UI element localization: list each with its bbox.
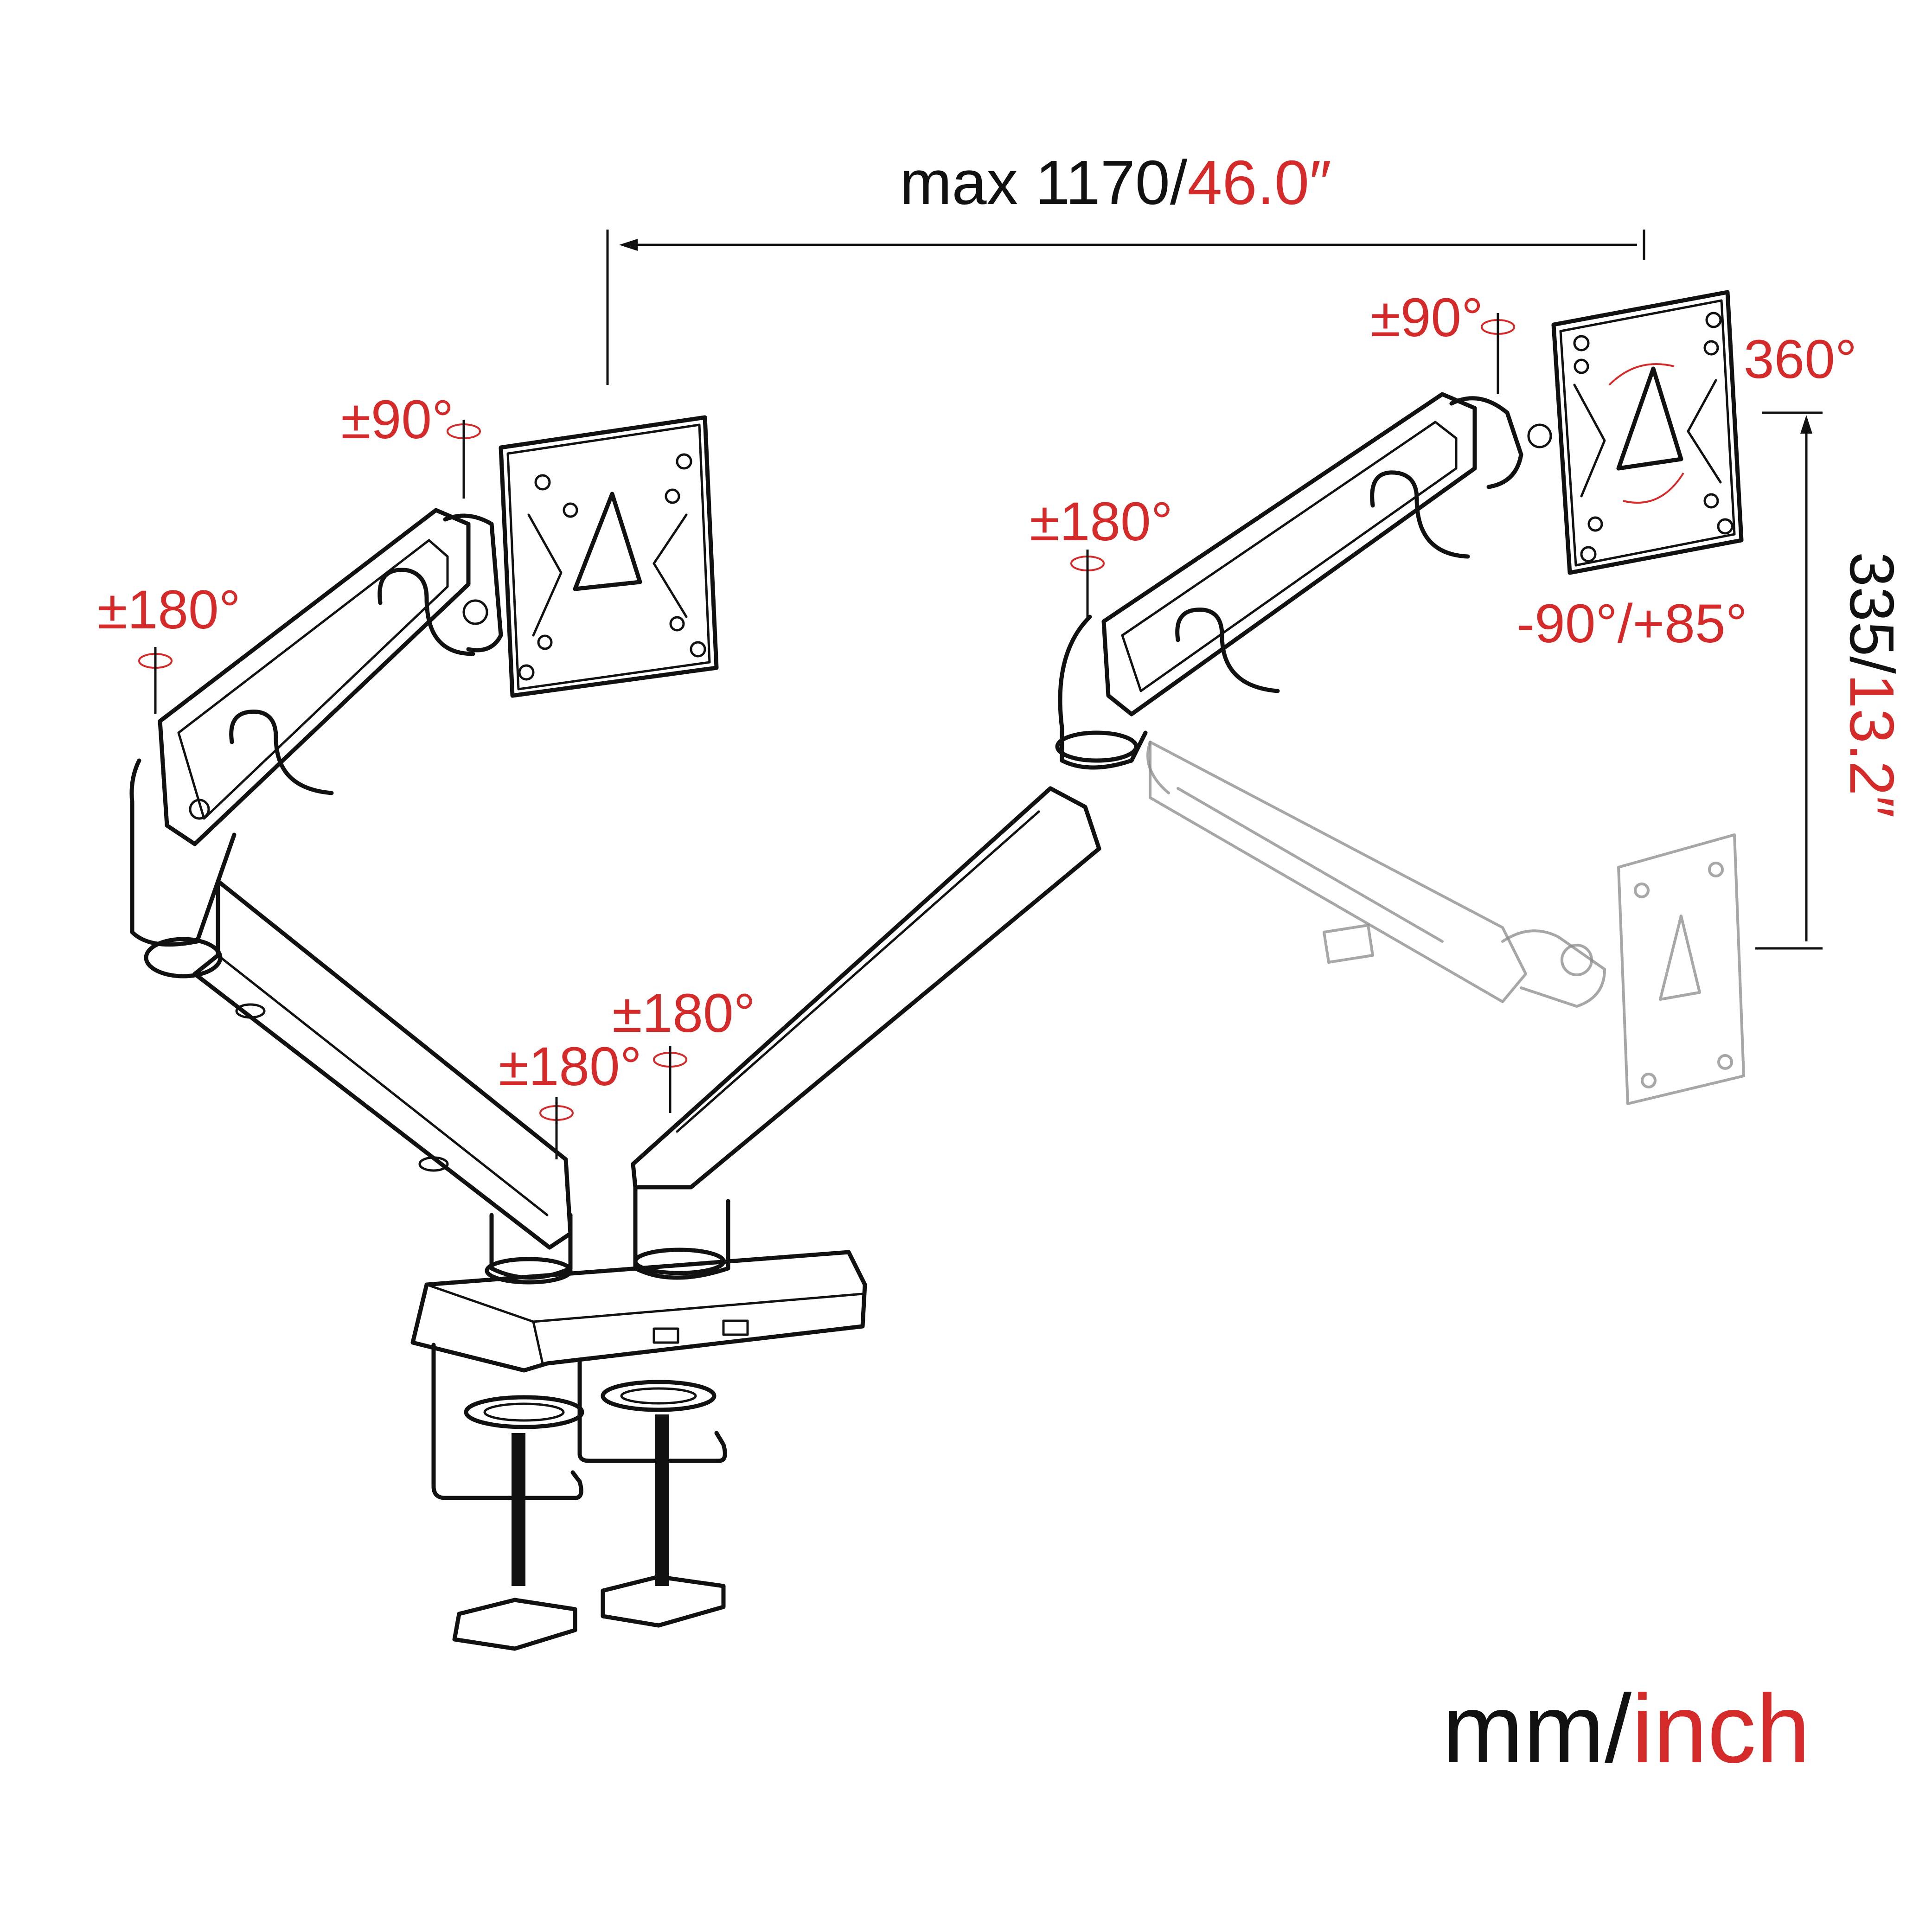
svg-text:±90°: ±90° <box>341 389 454 450</box>
right-rotate-rotation: 360° <box>1744 329 1857 390</box>
desk-clamp-base <box>410 1185 867 1651</box>
rotation-labels: ±90° ±180° ±180° ±180° ±180° ±90° <box>97 287 1857 1159</box>
svg-text:360°: 360° <box>1744 329 1857 390</box>
right-arm-lowered <box>1146 741 1606 1008</box>
width-arrow-left <box>619 239 638 251</box>
left-vesa-plate <box>499 415 719 698</box>
svg-text:-90°/+85°: -90°/+85° <box>1516 593 1747 654</box>
left-arm <box>129 508 573 1250</box>
width-dimension-label: max 1170/46.0″ <box>900 147 1331 218</box>
right-vesa-plate <box>1551 290 1744 575</box>
left-tilt-rotation: ±90° <box>341 389 481 499</box>
unit-legend: mm/inch <box>1442 1674 1810 1783</box>
right-tilt-range: -90°/+85° <box>1516 593 1747 654</box>
left-arm-swivel-rotation: ±180° <box>97 579 241 714</box>
svg-text:±90°: ±90° <box>1370 287 1483 348</box>
svg-text:±180°: ±180° <box>499 1036 642 1097</box>
svg-text:±180°: ±180° <box>612 983 755 1044</box>
svg-text:±180°: ±180° <box>1030 491 1173 552</box>
right-base-swivel-rotation: ±180° <box>612 983 755 1113</box>
right-arm <box>631 392 1552 1190</box>
right-clamp-screw <box>655 1414 669 1586</box>
right-arm-swivel-rotation: ±180° <box>1030 491 1173 619</box>
width-dimension: max 1170/46.0″ <box>606 147 1645 385</box>
right-vesa-plate-lowered <box>1617 833 1745 1105</box>
right-tilt-rotation: ±90° <box>1370 287 1515 394</box>
left-clamp-screw <box>512 1433 525 1586</box>
left-base-swivel-rotation: ±180° <box>499 1036 642 1159</box>
height-dimension: 335/13.2″ <box>1755 411 1907 950</box>
height-arrow-top <box>1800 415 1812 434</box>
height-dimension-label: 335/13.2″ <box>1837 552 1907 818</box>
svg-text:±180°: ±180° <box>97 579 241 640</box>
